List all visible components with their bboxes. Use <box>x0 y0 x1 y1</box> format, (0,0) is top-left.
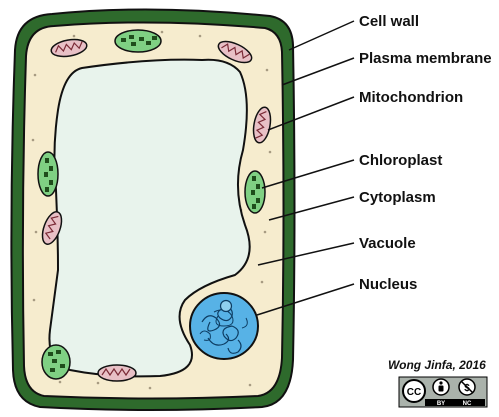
nc-label: NC <box>463 401 472 407</box>
mitochondrion-right <box>252 106 272 144</box>
mitochondrion-top-right <box>217 40 253 64</box>
leader-line-vacuole <box>257 242 355 266</box>
mitochondrion-left <box>41 211 63 245</box>
mitochondrion-top-left <box>50 38 88 58</box>
leader-line-chloroplast <box>261 159 355 189</box>
chloroplast-left <box>37 151 59 197</box>
leader-line-plasma-membrane <box>281 57 355 86</box>
cc-by-nc-badge[interactable]: CC $ BY NC <box>398 376 488 408</box>
by-label: BY <box>437 401 445 407</box>
label-vacuole: Vacuole <box>359 235 416 252</box>
nucleus <box>189 292 259 360</box>
credit-text: Wong Jinfa, 2016 <box>388 358 486 372</box>
label-cytoplasm: Cytoplasm <box>359 189 436 206</box>
by-icon <box>432 378 450 396</box>
label-mitochondrion: Mitochondrion <box>359 89 463 106</box>
cytoplasm-granules <box>31 30 272 390</box>
leader-line-mitochondrion <box>267 96 355 131</box>
svg-text:$: $ <box>464 383 470 394</box>
cc-icon: CC <box>402 379 426 403</box>
chloroplast-right <box>244 170 266 214</box>
label-nucleus: Nucleus <box>359 276 417 293</box>
leader-line-nucleus <box>256 283 355 316</box>
nc-icon: $ <box>458 378 476 396</box>
leader-line-cytoplasm <box>268 196 355 221</box>
chloroplast-bottom <box>41 344 71 380</box>
svg-text:CC: CC <box>407 387 421 398</box>
leader-line-cell-wall <box>288 20 355 51</box>
nucleolus <box>219 299 233 313</box>
label-chloroplast: Chloroplast <box>359 152 442 169</box>
label-cell-wall: Cell wall <box>359 13 419 30</box>
label-plasma-membrane: Plasma membrane <box>359 50 492 67</box>
chloroplast-top <box>114 29 162 53</box>
leader-lines <box>256 20 355 316</box>
mitochondrion-bottom <box>97 364 137 382</box>
